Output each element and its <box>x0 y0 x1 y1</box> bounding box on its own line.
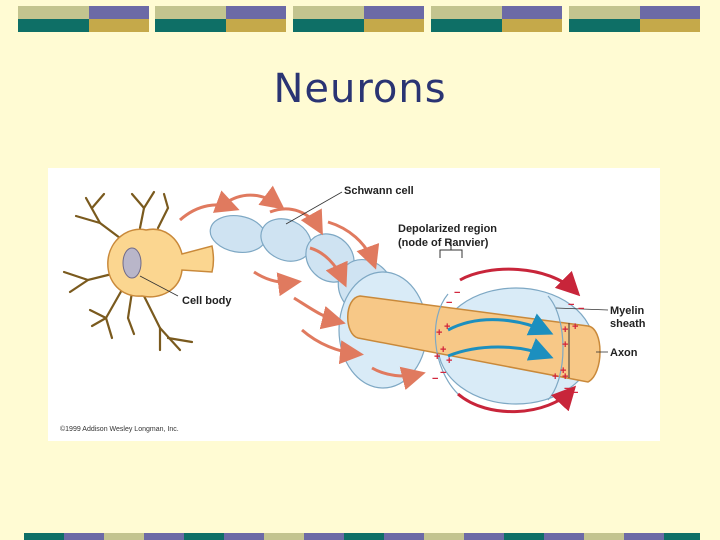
bottom-stripe-segment <box>144 533 184 540</box>
top-stripe-block <box>431 6 562 32</box>
svg-text:−: − <box>446 297 452 309</box>
label-schwann-cell: Schwann cell <box>344 185 414 197</box>
svg-text:+: + <box>434 351 440 363</box>
svg-text:−: − <box>564 383 570 395</box>
leader-lines <box>139 191 609 353</box>
top-stripe-block <box>569 6 700 32</box>
svg-text:+: + <box>572 321 578 333</box>
svg-text:−: − <box>568 299 574 311</box>
membrane-charges: + + + + + + + + + + + − − − − − − − − <box>432 287 584 399</box>
axon-shape <box>347 295 601 383</box>
bottom-stripe-segment <box>344 533 384 540</box>
bottom-stripe-segment <box>464 533 504 540</box>
label-axon: Axon <box>610 347 638 359</box>
node-bracket <box>439 242 463 258</box>
cell-body-shape <box>107 228 215 298</box>
top-stripe-block <box>155 6 286 32</box>
top-stripe-block <box>18 6 149 32</box>
svg-text:+: + <box>560 365 566 377</box>
svg-text:+: + <box>562 371 568 383</box>
bottom-stripe-segment <box>304 533 344 540</box>
bottom-stripe-segment <box>624 533 664 540</box>
svg-text:−: − <box>578 303 584 315</box>
label-cell-body: Cell body <box>182 295 232 307</box>
svg-text:+: + <box>552 371 558 383</box>
copyright-notice: ©1999 Addison Wesley Longman, Inc. <box>60 425 179 433</box>
bottom-stripe-segment <box>264 533 304 540</box>
local-current-loops <box>457 267 581 413</box>
bottom-stripe-segment <box>584 533 624 540</box>
bottom-stripe-segment <box>504 533 544 540</box>
bottom-stripe-segment <box>184 533 224 540</box>
svg-text:−: − <box>440 367 446 379</box>
bottom-stripe-segment <box>544 533 584 540</box>
neuron-diagram: + + + + + + + + + + + − − − − − − − − Sc… <box>48 168 660 441</box>
svg-text:+: + <box>562 324 568 336</box>
label-node-of-ranvier: (node of Ranvier) <box>398 237 489 249</box>
svg-text:+: + <box>436 327 442 339</box>
svg-text:−: − <box>572 387 578 399</box>
bottom-stripe-segment <box>224 533 264 540</box>
nucleus <box>122 247 142 279</box>
svg-text:+: + <box>440 344 446 356</box>
propagation-arrows <box>179 185 426 391</box>
bottom-stripe-segment <box>384 533 424 540</box>
svg-text:−: − <box>432 373 438 385</box>
svg-text:+: + <box>444 321 450 333</box>
internal-current-arrows <box>447 313 554 361</box>
svg-text:+: + <box>446 355 452 367</box>
label-sheath: sheath <box>610 318 646 330</box>
slide-title: Neurons <box>273 66 447 112</box>
bottom-stripe-segment <box>104 533 144 540</box>
bottom-stripe-segment <box>64 533 104 540</box>
neuron-diagram-svg: + + + + + + + + + + + − − − − − − − − Sc… <box>60 185 646 433</box>
label-myelin: Myelin <box>610 305 645 317</box>
svg-text:+: + <box>562 339 568 351</box>
top-stripe-block <box>293 6 424 32</box>
bottom-stripe-segment <box>424 533 464 540</box>
dendrites <box>62 190 194 352</box>
svg-text:−: − <box>454 287 460 299</box>
bottom-stripe-segment <box>664 533 700 540</box>
bottom-stripe-segment <box>24 533 64 540</box>
label-depolarized-region: Depolarized region <box>398 223 497 235</box>
